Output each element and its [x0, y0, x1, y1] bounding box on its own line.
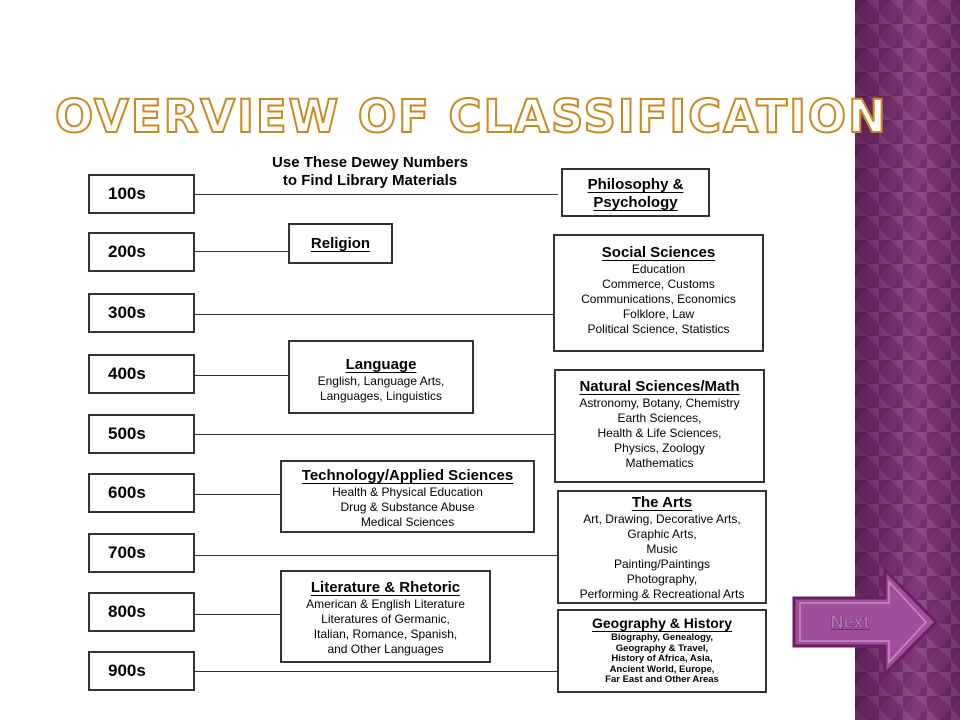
technology-item: Health & Physical Education [332, 485, 483, 499]
language-item: English, Language Arts, [317, 374, 445, 388]
connector-600s [195, 494, 280, 495]
geography-item: Geography & Travel, [615, 642, 709, 654]
literature-item: and Other Languages [327, 642, 444, 656]
geography-heading: Geography & History [591, 615, 733, 631]
literature-item: Italian, Romance, Spanish, [313, 627, 458, 641]
arts-item: Graphic Arts, [627, 527, 697, 541]
social-item: Folklore, Law [622, 307, 695, 321]
arts-item: Art, Drawing, Decorative Arts, [583, 512, 741, 526]
geography-item: Ancient World, Europe, [609, 663, 715, 675]
dewey-100s: 100s [88, 174, 195, 214]
diagram-header: Use These Dewey Numbers to Find Library … [205, 154, 535, 190]
dewey-500s: 500s [88, 414, 195, 454]
box-religion: Religion [288, 223, 393, 264]
connector-800s [195, 614, 280, 615]
literature-item: Literatures of Germanic, [321, 612, 450, 626]
dewey-600s: 600s [88, 473, 195, 513]
connector-100s [195, 194, 558, 195]
next-label[interactable]: Next [830, 611, 870, 632]
language-heading: Language [345, 356, 417, 373]
connector-500s [195, 434, 554, 435]
box-technology: Technology/Applied Sciences Health & Phy… [280, 460, 535, 533]
philosophy-heading-2: Psychology [593, 194, 678, 211]
side-panel [855, 0, 960, 720]
dewey-700s: 700s [88, 533, 195, 573]
natural-item: Health & Life Sciences, [597, 426, 722, 440]
literature-heading: Literature & Rhetoric [310, 579, 461, 596]
arts-item: Painting/Paintings [613, 557, 711, 571]
dewey-200s: 200s [88, 232, 195, 272]
connector-200s [195, 251, 288, 252]
connector-400s [195, 375, 288, 376]
arts-item: Music [646, 542, 678, 556]
arts-heading: The Arts [631, 494, 693, 511]
literature-item: American & English Literature [306, 597, 465, 611]
arts-item: Photography, [626, 572, 698, 586]
box-geography: Geography & History Biography, Genealogy… [557, 609, 767, 693]
language-item: Languages, Linguistics [319, 389, 443, 403]
technology-item: Medical Sciences [360, 515, 455, 529]
box-social-sciences: Social Sciences Education Commerce, Cust… [553, 234, 764, 352]
connector-300s [195, 314, 553, 315]
natural-item: Mathematics [625, 456, 694, 470]
dewey-900s: 900s [88, 651, 195, 691]
religion-heading: Religion [310, 235, 371, 252]
arts-item: Performing & Recreational Arts [579, 587, 745, 601]
next-button[interactable]: Next [790, 566, 940, 678]
technology-item: Drug & Substance Abuse [340, 500, 475, 514]
box-language: Language English, Language Arts, Languag… [288, 340, 474, 414]
header-line-1: Use These Dewey Numbers [272, 154, 468, 171]
social-item: Political Science, Statistics [587, 322, 730, 336]
box-philosophy: Philosophy & Psychology [561, 168, 710, 217]
slide-title: Overview of Classification [54, 89, 888, 144]
natural-item: Physics, Zoology [614, 441, 705, 455]
social-item: Commerce, Customs [602, 277, 715, 291]
box-arts: The Arts Art, Drawing, Decorative Arts, … [557, 490, 767, 604]
natural-item: Earth Sciences, [617, 411, 702, 425]
connector-900s [195, 671, 557, 672]
header-line-2: to Find Library Materials [282, 172, 458, 189]
dewey-800s: 800s [88, 592, 195, 632]
geography-item: Far East and Other Areas [605, 674, 719, 685]
technology-heading: Technology/Applied Sciences [301, 467, 514, 484]
dewey-300s: 300s [88, 293, 195, 333]
connector-700s [195, 555, 557, 556]
natural-heading: Natural Sciences/Math [579, 378, 740, 395]
natural-item: Astronomy, Botany, Chemistry [579, 396, 740, 410]
geography-item: Biography, Genealogy, [610, 632, 714, 643]
arrow-right-icon [792, 566, 939, 678]
box-literature: Literature & Rhetoric American & English… [280, 570, 491, 663]
social-item: Education [631, 262, 686, 276]
geography-item: History of Africa, Asia, [611, 653, 713, 664]
social-item: Communications, Economics [581, 292, 736, 306]
box-natural-sciences: Natural Sciences/Math Astronomy, Botany,… [554, 369, 765, 483]
social-heading: Social Sciences [601, 244, 716, 261]
dewey-400s: 400s [88, 354, 195, 394]
philosophy-heading: Philosophy & [587, 176, 684, 193]
